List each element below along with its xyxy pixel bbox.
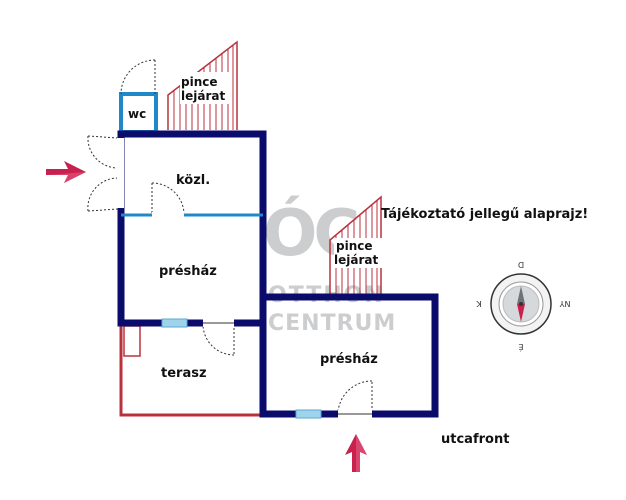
- side-entrance-door: [87, 135, 119, 212]
- notice-text: Tájékoztató jellegű alaprajz!: [381, 207, 588, 222]
- street-entrance-door: [337, 380, 373, 413]
- room-label-preshaz-right: présház: [320, 352, 378, 367]
- room-label-pince-top-2: lejárat: [181, 89, 225, 103]
- compass-label-w: NY: [559, 299, 570, 308]
- room-label-pince-mid-2: lejárat: [334, 253, 378, 267]
- street-entry-arrow: [345, 434, 367, 472]
- compass-label-n: É: [518, 342, 523, 353]
- room-label-pince-mid-1: pince: [336, 239, 373, 253]
- terrace-outline: [119, 322, 262, 417]
- side-opening: [117, 138, 124, 208]
- kozl-door-gap: [152, 212, 184, 217]
- wc-door: [120, 59, 156, 95]
- compass-label-e: K: [476, 299, 482, 308]
- room-label-wc: wc: [128, 107, 146, 121]
- watermark-line2: CENTRUM: [268, 311, 396, 336]
- stairs-top-label-bg: [180, 72, 232, 104]
- terrace-door: [202, 323, 235, 356]
- room-label-pince-top-1: pince: [181, 75, 218, 89]
- compass-label-s: D: [518, 260, 524, 269]
- room-label-kozl: közl.: [176, 173, 210, 188]
- terrace-step: [123, 325, 141, 357]
- compass-rose: D É K NY: [476, 260, 571, 353]
- compass-needle-north: [517, 304, 525, 322]
- right-window: [295, 409, 322, 419]
- compass-needle-south: [517, 286, 525, 304]
- room-label-preshaz-left: présház: [159, 264, 217, 279]
- kozl-door: [151, 182, 185, 214]
- left-window: [161, 318, 188, 328]
- left-building-wall: [117, 130, 267, 327]
- stairs-mid-label-bg: [334, 238, 382, 268]
- side-entry-arrow: [46, 161, 86, 183]
- room-label-terasz: terasz: [161, 366, 207, 381]
- street-label: utcafront: [441, 432, 509, 447]
